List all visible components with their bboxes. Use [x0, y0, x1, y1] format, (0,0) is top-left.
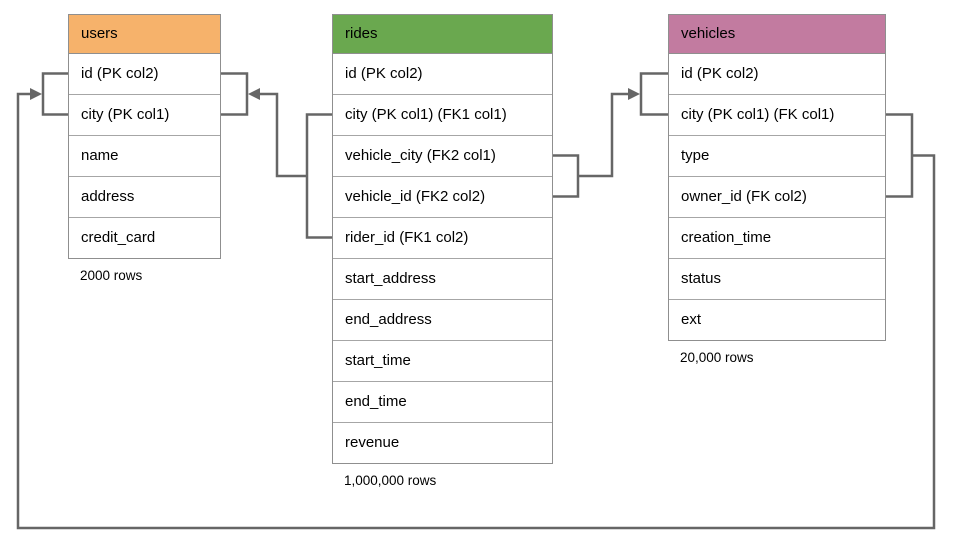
column-row-rides: end_time [333, 382, 552, 423]
column-row-vehicles: owner_id (FK col2) [669, 177, 885, 218]
table-rides: rides id (PK col2)city (PK col1) (FK1 co… [332, 14, 553, 488]
table-rides-header: rides [333, 15, 552, 54]
table-users-row-count: 2000 rows [80, 268, 143, 283]
table-rides-row-count: 1,000,000 rows [344, 473, 437, 488]
column-row-rides: city (PK col1) (FK1 col1) [333, 95, 552, 136]
column-row-vehicles: city (PK col1) (FK col1) [669, 95, 885, 136]
rides-left-fk1-bracket [305, 113, 332, 239]
table-vehicles-box: vehicles id (PK col2)city (PK col1) (FK … [668, 14, 886, 341]
column-row-rides: vehicle_city (FK2 col1) [333, 136, 552, 177]
users-left-pk-bracket [41, 72, 68, 116]
fk1-arrowhead [248, 88, 260, 100]
column-row-users: credit_card [69, 218, 220, 258]
users-right-pk-bracket [221, 72, 249, 116]
table-vehicles-rows: id (PK col2)city (PK col1) (FK col1)type… [669, 54, 885, 340]
column-row-vehicles: id (PK col2) [669, 54, 885, 95]
table-vehicles-header: vehicles [669, 15, 885, 54]
column-row-users: name [69, 136, 220, 177]
vehicles-left-pk-bracket [639, 72, 668, 116]
vehicles-right-fk-bracket [886, 113, 914, 198]
column-row-rides: id (PK col2) [333, 54, 552, 95]
rides-right-fk2-bracket [553, 154, 580, 198]
column-row-users: city (PK col1) [69, 95, 220, 136]
table-vehicles: vehicles id (PK col2)city (PK col1) (FK … [668, 14, 886, 365]
rides-users-fk1-line [259, 92, 307, 178]
table-users-header: users [69, 15, 220, 54]
fk2-arrowhead [628, 88, 640, 100]
column-row-rides: start_time [333, 341, 552, 382]
column-row-vehicles: ext [669, 300, 885, 340]
table-rides-box: rides id (PK col2)city (PK col1) (FK1 co… [332, 14, 553, 464]
column-row-users: address [69, 177, 220, 218]
rides-vehicles-fk2-line [578, 92, 630, 178]
column-row-vehicles: creation_time [669, 218, 885, 259]
column-row-rides: rider_id (FK1 col2) [333, 218, 552, 259]
column-row-rides: end_address [333, 300, 552, 341]
column-row-users: id (PK col2) [69, 54, 220, 95]
column-row-rides: start_address [333, 259, 552, 300]
column-row-vehicles: type [669, 136, 885, 177]
column-row-rides: vehicle_id (FK2 col2) [333, 177, 552, 218]
column-row-vehicles: status [669, 259, 885, 300]
vehicles-users-fk-arrowhead [30, 88, 42, 100]
column-row-rides: revenue [333, 423, 552, 463]
table-vehicles-row-count: 20,000 rows [680, 350, 754, 365]
table-rides-rows: id (PK col2)city (PK col1) (FK1 col1)veh… [333, 54, 552, 463]
